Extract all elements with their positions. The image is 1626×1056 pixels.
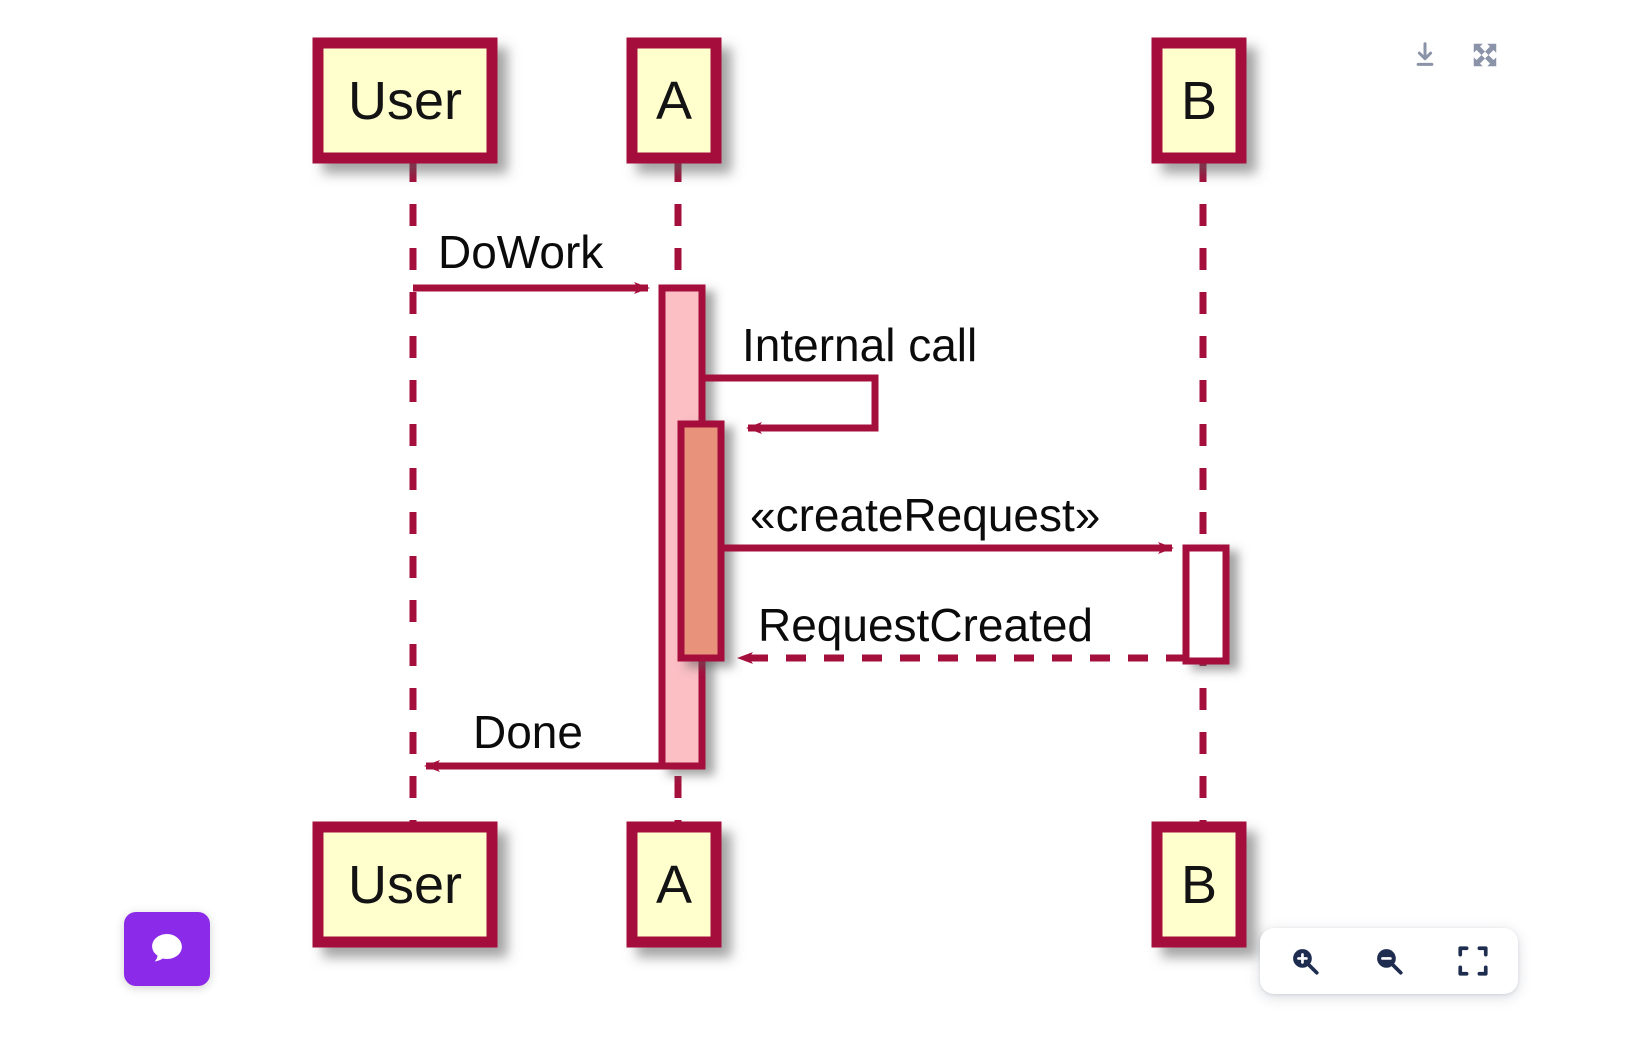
message-createrequest-label: «createRequest» — [750, 489, 1100, 541]
activation-bar-a-inner — [677, 420, 725, 662]
diagram-top-toolbar — [1408, 38, 1502, 72]
message-dowork[interactable]: DoWork — [413, 226, 650, 294]
message-requestcreated[interactable]: RequestCreated — [737, 599, 1186, 664]
expand-fullscreen-icon[interactable] — [1468, 38, 1502, 72]
zoom-controls-panel — [1260, 928, 1518, 994]
message-internal-call-line — [705, 374, 879, 434]
zoom-in-icon[interactable] — [1286, 942, 1324, 980]
participant-b-bottom-label: B — [1181, 855, 1217, 915]
message-requestcreated-label: RequestCreated — [758, 599, 1093, 651]
fit-to-screen-icon[interactable] — [1454, 942, 1492, 980]
participant-user-bottom[interactable]: User — [312, 821, 498, 948]
chat-widget-button[interactable] — [124, 912, 210, 986]
participant-a-top-label: A — [656, 71, 692, 131]
activation-bar-b — [1182, 544, 1230, 665]
activation-bars — [658, 284, 1230, 770]
participant-boxes-top: User A B — [312, 37, 1247, 164]
participant-user-top[interactable]: User — [312, 37, 498, 164]
participant-a-bottom[interactable]: A — [626, 821, 722, 948]
message-done-label: Done — [473, 706, 583, 758]
message-createrequest[interactable]: «createRequest» — [724, 489, 1174, 554]
messages: DoWork Internal call «createRequest» Req… — [413, 226, 1186, 772]
download-icon[interactable] — [1408, 38, 1442, 72]
participant-boxes-bottom: User A B — [312, 821, 1247, 948]
participant-b-bottom[interactable]: B — [1151, 821, 1247, 948]
participant-b-top[interactable]: B — [1151, 37, 1247, 164]
message-dowork-label: DoWork — [438, 226, 604, 278]
participant-user-top-label: User — [348, 71, 462, 131]
message-done[interactable]: Done — [424, 706, 678, 772]
message-internal-call[interactable]: Internal call — [705, 319, 977, 434]
chat-bubble-icon — [152, 933, 182, 962]
participant-user-bottom-label: User — [348, 855, 462, 915]
participant-a-bottom-label: A — [656, 855, 692, 915]
participant-b-top-label: B — [1181, 71, 1217, 131]
message-internal-call-label: Internal call — [742, 319, 977, 371]
participant-a-top[interactable]: A — [626, 37, 722, 164]
zoom-out-icon[interactable] — [1370, 942, 1408, 980]
